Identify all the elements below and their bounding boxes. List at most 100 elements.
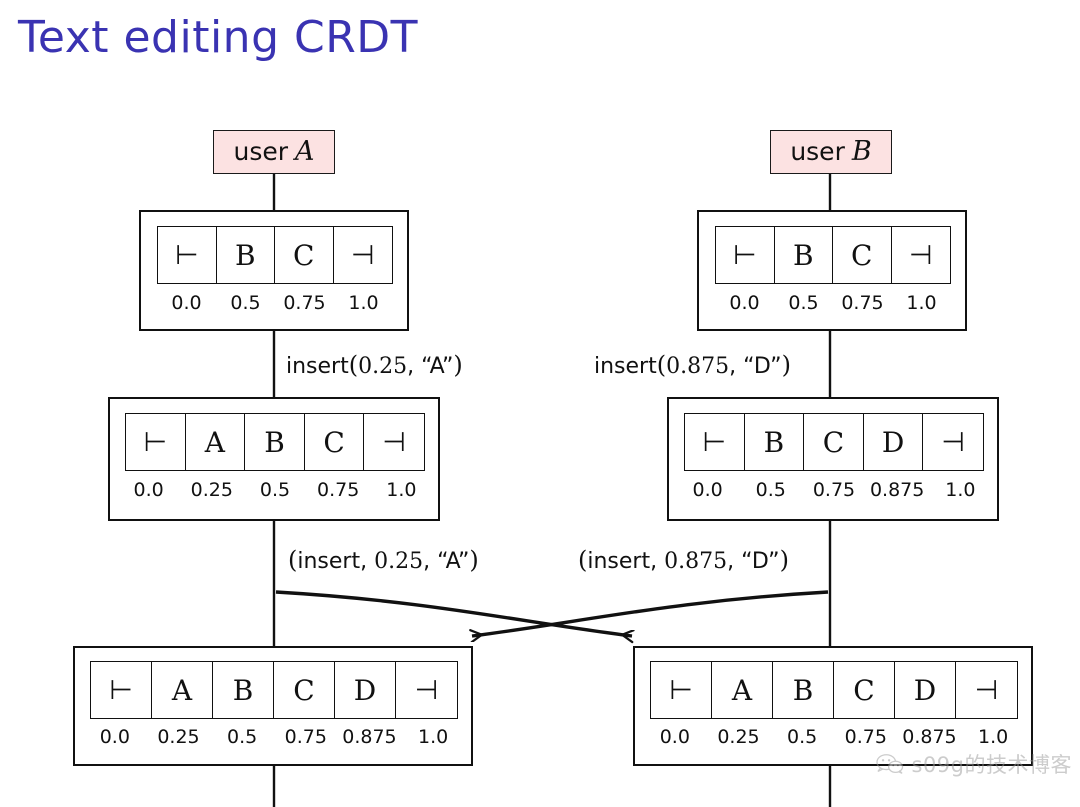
msg-open-paren: ( <box>578 546 588 574</box>
cell: ⊣ <box>908 239 933 271</box>
state-box-b-initial: ⊢ B C ⊣ 0.0 0.5 0.75 1.0 <box>697 210 967 331</box>
state-box-b-converged: ⊢ A B C D ⊣ 0.0 0.25 0.5 0.75 0.875 1.0 <box>633 646 1033 766</box>
op-value: “D” <box>743 354 782 379</box>
op-comma: , <box>729 354 744 379</box>
message-label-b-to-a: (insert, 0.875, “D”) <box>578 546 789 574</box>
page-title: Text editing CRDT <box>18 12 419 63</box>
cells-b-after-insert: ⊢ B C D ⊣ <box>684 413 984 471</box>
position-label: 0.0 <box>692 479 723 501</box>
msg-sep2: , <box>423 549 438 574</box>
cell: C <box>833 227 892 283</box>
cell: D <box>864 414 924 470</box>
position-label: 0.75 <box>844 726 887 748</box>
position-label: 0.75 <box>284 726 327 748</box>
msg-position: 0.875 <box>664 549 728 574</box>
position-label: 0.0 <box>659 726 690 748</box>
position-label: 0.25 <box>157 726 200 748</box>
cell: ⊢ <box>126 414 186 470</box>
cell: ⊢ <box>716 227 775 283</box>
position-label: 0.875 <box>869 479 925 501</box>
position-label: 0.875 <box>342 726 397 748</box>
msg-sep1: , <box>360 549 375 574</box>
operation-label-b-insert: insert(0.875, “D”) <box>594 351 791 379</box>
cell: D <box>335 662 396 718</box>
position-label: 0.75 <box>841 292 884 314</box>
position-label: 0.25 <box>717 726 760 748</box>
message-label-a-to-b: (insert, 0.25, “A”) <box>288 546 479 574</box>
position-label: 1.0 <box>386 479 417 501</box>
user-b-word: user <box>790 137 845 166</box>
msg-sep2: , <box>727 549 742 574</box>
positions-a-after-insert: 0.0 0.25 0.5 0.75 1.0 <box>117 481 433 500</box>
position-label: 0.5 <box>755 479 786 501</box>
cells-a-converged: ⊢ A B C D ⊣ <box>90 661 458 719</box>
op-position: 0.25 <box>358 354 408 379</box>
message-arrow-a-to-b <box>275 590 632 636</box>
cell: C <box>274 662 335 718</box>
msg-value: “A” <box>437 549 470 574</box>
op-name: insert <box>286 354 349 379</box>
cell: A <box>186 414 246 470</box>
msg-sep1: , <box>650 549 665 574</box>
position-label: 0.5 <box>787 726 818 748</box>
positions-b-converged: 0.0 0.25 0.5 0.75 0.875 1.0 <box>643 728 1025 747</box>
position-label: 0.0 <box>133 479 164 501</box>
msg-close-paren: ) <box>469 546 479 574</box>
position-label: 0.0 <box>729 292 760 314</box>
position-label: 1.0 <box>348 292 379 314</box>
cell: B <box>217 227 275 283</box>
op-value: “A” <box>421 354 454 379</box>
position-label: 0.875 <box>902 726 957 748</box>
user-a-word: user <box>233 137 289 166</box>
cells-a-initial: ⊢ B C ⊣ <box>157 226 393 284</box>
cell: C <box>275 227 334 283</box>
msg-value: “D” <box>741 549 780 574</box>
state-box-b-after-insert: ⊢ B C D ⊣ 0.0 0.5 0.75 0.875 1.0 <box>667 397 999 521</box>
position-label: 0.25 <box>190 479 233 501</box>
position-label: 0.75 <box>317 479 360 501</box>
cells-b-converged: ⊢ A B C D ⊣ <box>650 661 1018 719</box>
cell: C <box>834 662 895 718</box>
position-label: 0.5 <box>227 726 258 748</box>
cell: C <box>804 414 864 470</box>
cell: ⊢ <box>158 227 217 283</box>
msg-open-paren: ( <box>288 546 298 574</box>
op-close-paren: ) <box>781 351 791 379</box>
position-label: 0.5 <box>230 292 261 314</box>
positions-a-initial: 0.0 0.5 0.75 1.0 <box>157 294 393 313</box>
user-a-id: A <box>295 136 315 167</box>
msg-close-paren: ) <box>779 546 789 574</box>
positions-b-initial: 0.0 0.5 0.75 1.0 <box>715 294 951 313</box>
cell: ⊣ <box>974 674 999 706</box>
cell: B <box>773 662 834 718</box>
op-position: 0.875 <box>666 354 730 379</box>
op-close-paren: ) <box>453 351 463 379</box>
msg-name: insert <box>587 549 651 574</box>
msg-name: insert <box>297 549 361 574</box>
state-box-a-after-insert: ⊢ A B C ⊣ 0.0 0.25 0.5 0.75 1.0 <box>108 397 440 521</box>
cell: ⊣ <box>382 426 406 458</box>
position-label: 1.0 <box>418 726 449 748</box>
position-label: 1.0 <box>906 292 937 314</box>
cell: B <box>213 662 274 718</box>
position-label: 0.0 <box>171 292 202 314</box>
state-box-a-initial: ⊢ B C ⊣ 0.0 0.5 0.75 1.0 <box>139 210 409 331</box>
cell: B <box>245 414 305 470</box>
position-label: 0.75 <box>283 292 326 314</box>
msg-position: 0.25 <box>374 549 424 574</box>
message-arrow-b-to-a <box>472 590 829 636</box>
cell: A <box>152 662 213 718</box>
operation-label-a-insert: insert(0.25, “A”) <box>286 351 463 379</box>
cell: D <box>895 662 956 718</box>
cell: B <box>775 227 833 283</box>
position-label: 1.0 <box>978 726 1009 748</box>
op-open-paren: ( <box>348 351 359 379</box>
cell: A <box>712 662 773 718</box>
position-label: 0.75 <box>812 479 856 501</box>
cell: ⊢ <box>91 662 152 718</box>
state-box-a-converged: ⊢ A B C D ⊣ 0.0 0.25 0.5 0.75 0.875 1.0 <box>73 646 473 766</box>
